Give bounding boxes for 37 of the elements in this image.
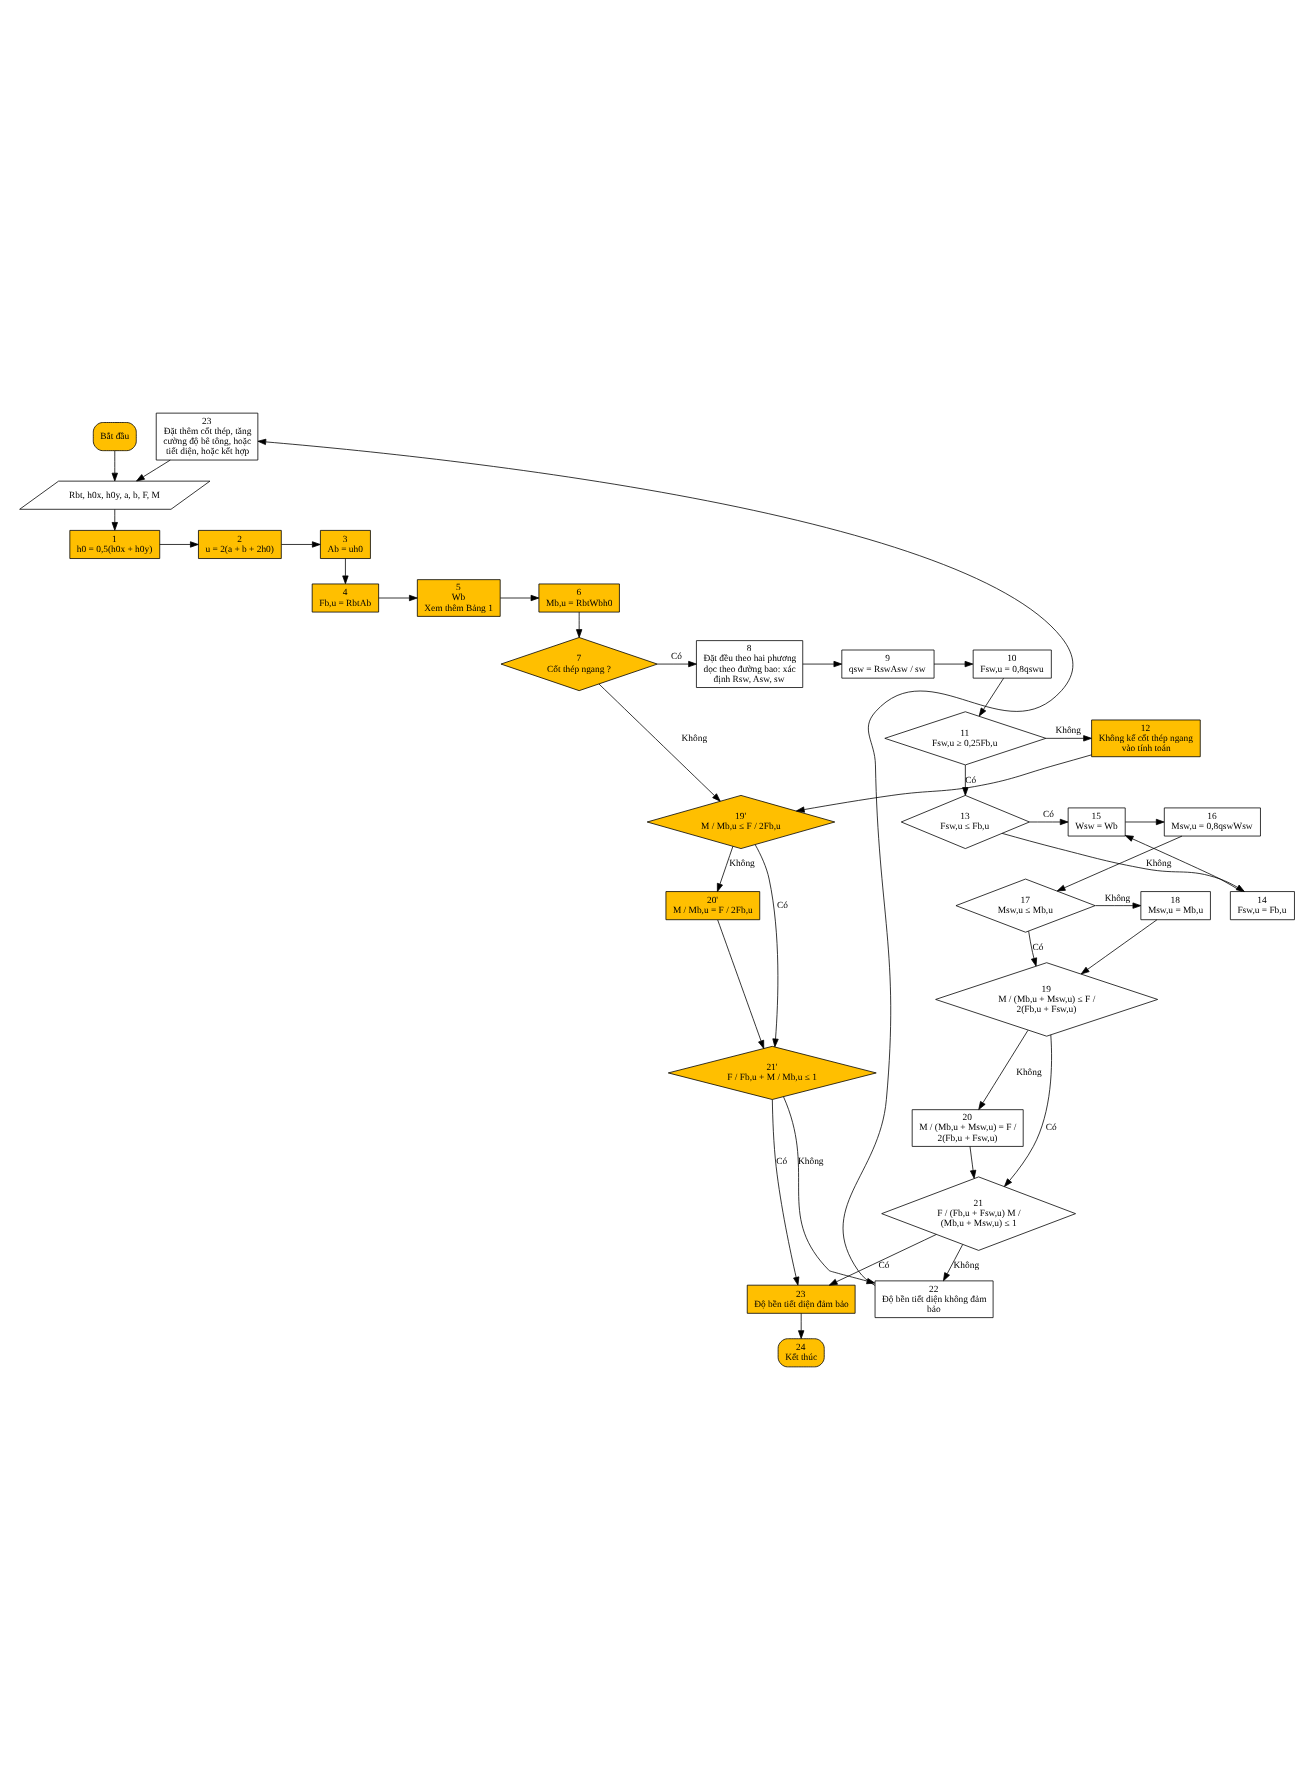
arrow: [1029, 818, 1069, 826]
arrow: [378, 594, 418, 602]
arrow: [1004, 1034, 1052, 1187]
arrow: [1028, 930, 1038, 967]
arrow: [1124, 835, 1243, 892]
arrow: [978, 677, 1005, 717]
arrow: [717, 919, 765, 1049]
arrow: [754, 844, 779, 1048]
arrow: [342, 558, 349, 585]
arrow: [802, 660, 843, 668]
arrow: [1045, 735, 1092, 742]
arrow: [933, 660, 974, 668]
arrow: [111, 450, 118, 482]
arrow: [771, 1099, 800, 1286]
arrow: [962, 764, 969, 796]
arrow: [257, 438, 1074, 1286]
arrow: [716, 845, 734, 892]
arrow: [136, 459, 171, 482]
arrow: [500, 594, 540, 602]
arrow: [798, 1313, 805, 1339]
arrow: [159, 541, 199, 548]
arrow: [1094, 902, 1142, 909]
arrow: [1056, 835, 1183, 892]
arrow: [281, 541, 321, 548]
arrow: [576, 611, 583, 638]
arrow: [796, 754, 1092, 813]
arrow: [1125, 818, 1165, 826]
arrow: [969, 1146, 977, 1179]
arrow: [783, 1096, 876, 1285]
arrow: [1001, 832, 1245, 892]
arrow: [978, 1029, 1029, 1110]
arrow: [657, 660, 697, 668]
arrow: [828, 1234, 937, 1286]
arrow: [1080, 919, 1158, 975]
arrow: [598, 683, 721, 802]
arrow: [943, 1244, 964, 1282]
arrow: [111, 509, 118, 531]
